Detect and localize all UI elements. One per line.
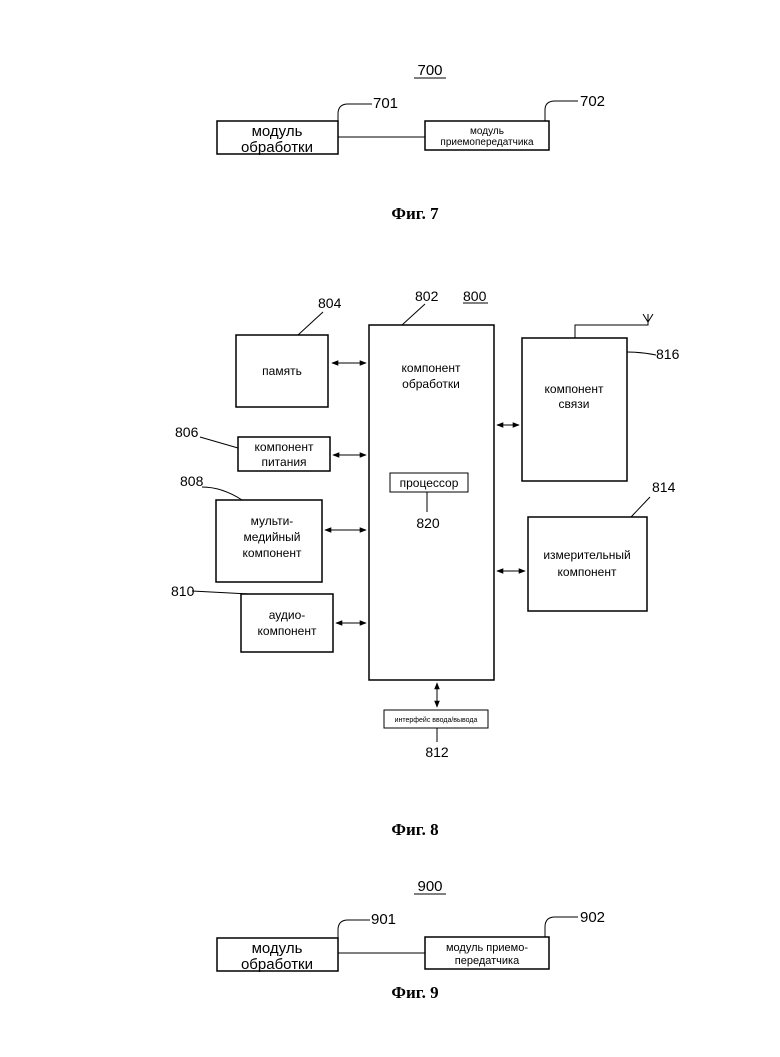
fig7-leader-701 (338, 104, 372, 132)
fig8-processor-ref: 820 (416, 515, 440, 531)
fig8-sensor-label-2: компонент (558, 565, 617, 579)
fig7-caption: Фиг. 7 (391, 204, 439, 223)
fig7-transceiver-ref: 702 (580, 93, 605, 110)
fig8-multimedia-label-3: компонент (243, 546, 302, 560)
fig7-processing-ref: 701 (373, 95, 398, 112)
fig8-processor-label: процессор (400, 476, 459, 490)
fig9-transceiver-label-2: передатчика (455, 955, 520, 967)
fig9-caption: Фиг. 9 (391, 983, 438, 1002)
fig8-antenna-line (575, 315, 648, 338)
fig7-ref: 700 (417, 62, 442, 79)
fig8-leader-802 (402, 304, 425, 325)
fig8-multimedia-ref: 808 (180, 473, 204, 489)
fig8-audio-label-2: компонент (258, 624, 317, 638)
fig8-power-ref: 806 (175, 424, 199, 440)
fig8-caption: Фиг. 8 (391, 820, 438, 839)
fig9-transceiver-ref: 902 (580, 909, 605, 926)
fig8-power-label-2: питания (261, 455, 306, 469)
fig7-leader-702 (545, 101, 578, 121)
fig8-sensor-box (528, 517, 647, 611)
fig8-io-ref: 812 (425, 744, 449, 760)
fig9-processing-ref: 901 (371, 911, 396, 928)
fig8-io-label: интерфейс ввода/вывода (395, 716, 478, 724)
fig8-power-label-1: компонент (255, 440, 314, 454)
fig8-processing-ref: 802 (415, 288, 439, 304)
fig8-multimedia-label-2: медийный (243, 530, 300, 544)
antenna-icon (643, 314, 653, 322)
fig8-leader-808 (202, 487, 242, 500)
fig8-sensor-label-1: измерительный (543, 548, 630, 562)
fig9-ref: 900 (417, 878, 442, 895)
fig8-leader-816 (627, 352, 656, 355)
fig8-leader-804 (298, 312, 323, 335)
fig9-processing-label-1: модуль (252, 940, 303, 957)
fig9-processing-label-2: обработки (241, 956, 313, 973)
fig7-processing-label-1: модуль (252, 123, 303, 140)
fig8-comm-ref: 816 (656, 346, 680, 362)
fig8-leader-814 (631, 497, 650, 517)
fig8-ref: 800 (463, 288, 487, 304)
fig8-memory-ref: 804 (318, 295, 342, 311)
figure-8: 802 800 компонент обработки процессор 82… (171, 288, 680, 839)
fig8-sensor-ref: 814 (652, 479, 676, 495)
fig8-comm-label-1: компонент (545, 382, 604, 396)
fig7-processing-label-2: обработки (241, 139, 313, 156)
fig9-transceiver-label-1: модуль приемо- (446, 942, 528, 954)
fig9-leader-902 (545, 917, 578, 937)
fig9-leader-901 (338, 920, 370, 948)
fig8-audio-ref: 810 (171, 583, 195, 599)
fig8-leader-810 (192, 591, 249, 594)
fig8-processing-label-2: обработки (402, 377, 460, 391)
fig7-transceiver-label-1: модуль (470, 126, 504, 137)
fig8-processing-label-1: компонент (402, 361, 461, 375)
fig7-transceiver-label-2: приемопередатчика (440, 137, 534, 148)
fig8-memory-label: память (262, 364, 302, 378)
fig8-comm-label-2: связи (559, 397, 590, 411)
fig8-multimedia-label-1: мульти- (251, 514, 294, 528)
fig8-leader-806 (200, 437, 238, 448)
fig8-audio-label-1: аудио- (269, 608, 306, 622)
figure-7: 700 модуль обработки модуль приемопереда… (217, 62, 605, 223)
fig8-audio-box (241, 594, 333, 652)
figure-9: 900 модуль обработки модуль приемо- пере… (217, 878, 605, 1002)
